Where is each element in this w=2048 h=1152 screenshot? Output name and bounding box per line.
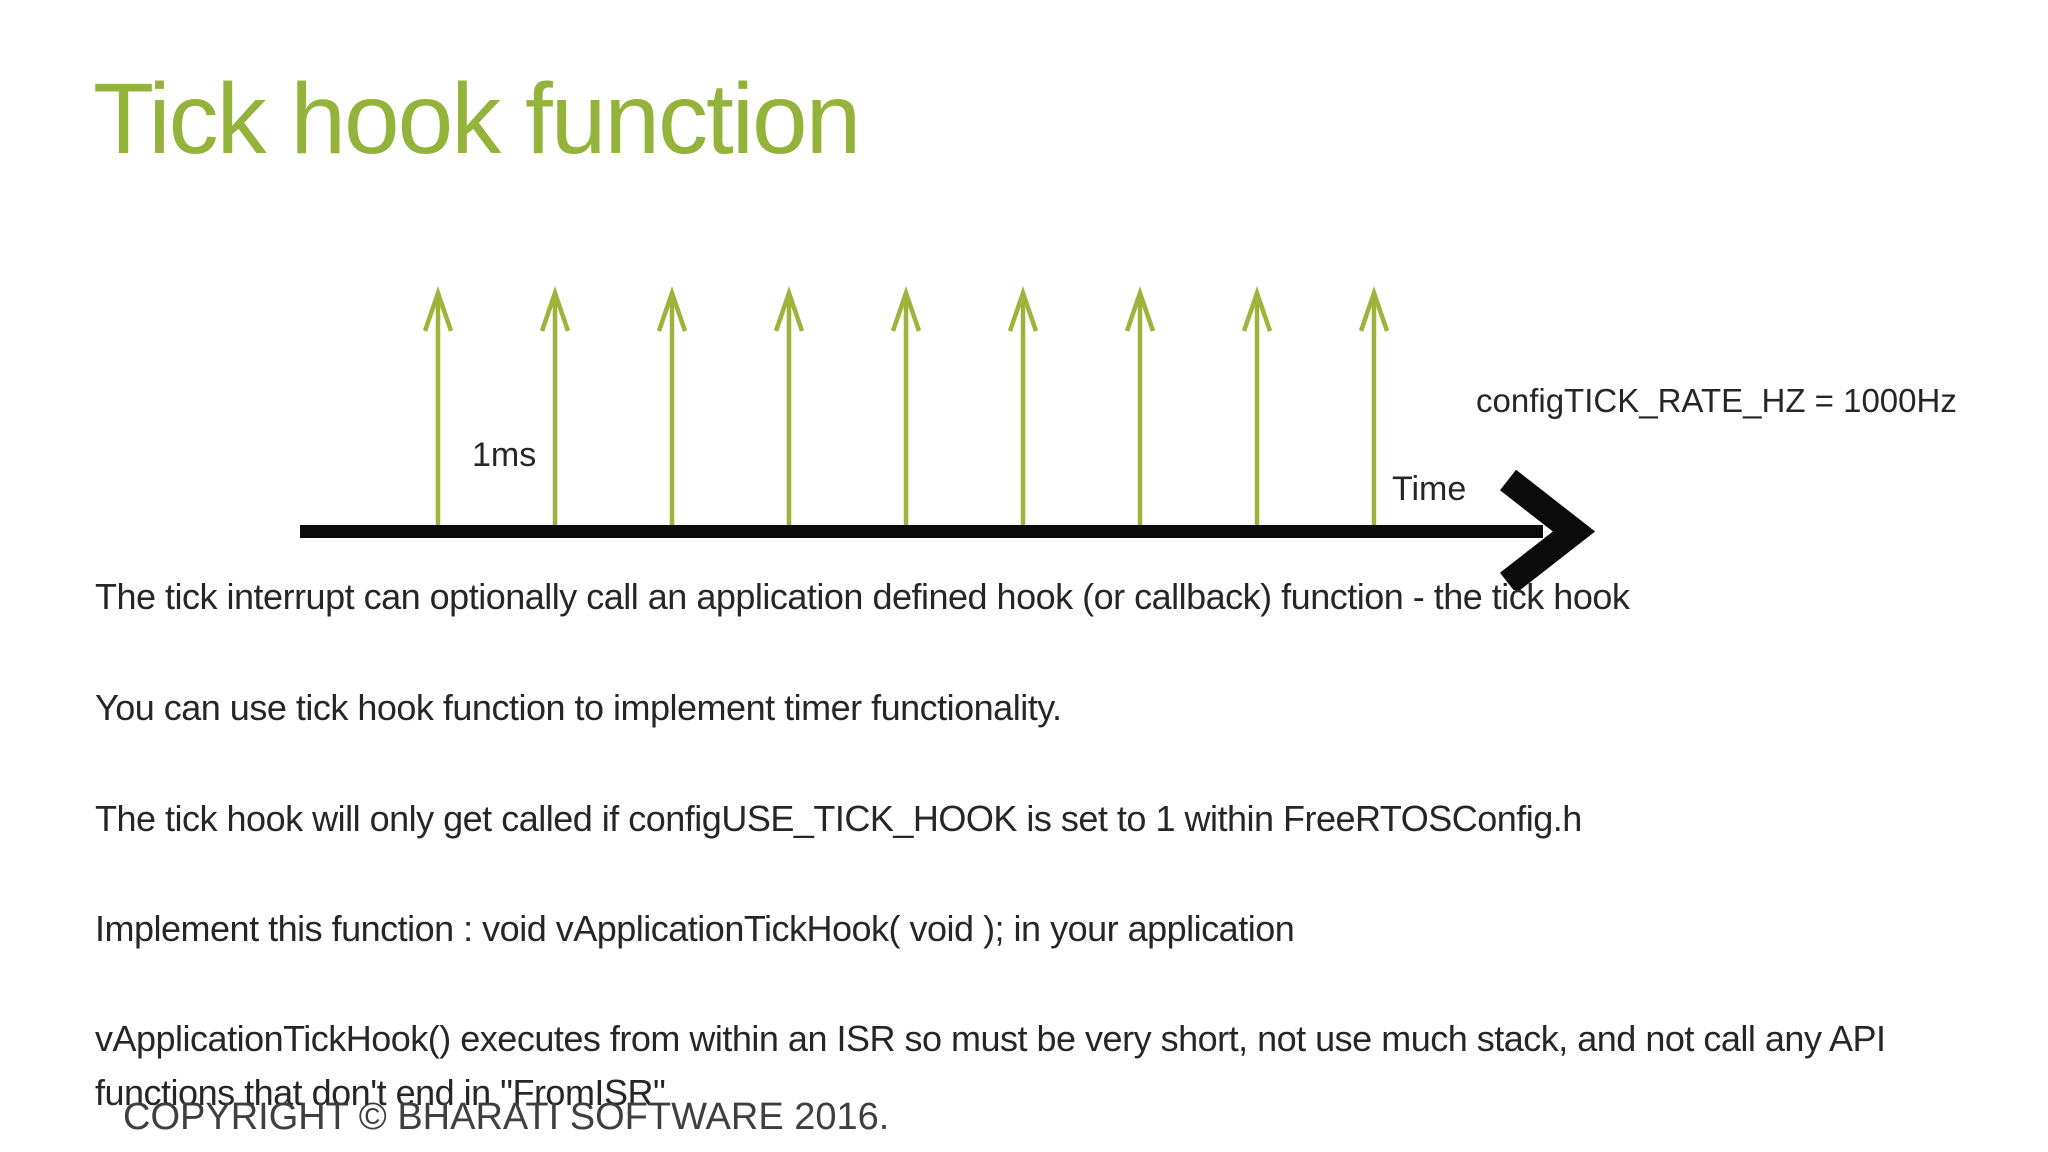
tick-arrow: [656, 286, 688, 532]
tick-arrow: [1124, 286, 1156, 532]
tick-arrow: [1358, 286, 1390, 532]
tick-timeline-diagram: [300, 286, 1596, 590]
tick-arrow: [1007, 286, 1039, 532]
tick-arrow: [773, 286, 805, 532]
time-axis-arrowhead-icon: [1500, 469, 1596, 590]
paragraph-timer-functionality: You can use tick hook function to implem…: [95, 687, 1062, 728]
copyright-footer: COPYRIGHT © BHARATI SOFTWARE 2016.: [123, 1096, 890, 1138]
time-axis-label: Time: [1392, 470, 1467, 508]
paragraph-config-use-tick-hook: The tick hook will only get called if co…: [95, 798, 1582, 839]
tick-arrow: [1241, 286, 1273, 532]
paragraph-tick-hook-intro: The tick interrupt can optionally call a…: [95, 576, 1630, 617]
paragraph-implement-function: Implement this function : void vApplicat…: [95, 908, 1295, 949]
slide-title: Tick hook function: [93, 63, 861, 175]
tick-arrow: [890, 286, 922, 532]
tick-interval-label: 1ms: [472, 436, 537, 474]
tick-arrow: [539, 286, 571, 532]
tick-rate-label: configTICK_RATE_HZ = 1000Hz: [1476, 382, 1957, 419]
paragraph-isr-constraints: vApplicationTickHook() executes from wit…: [95, 1018, 1886, 1113]
time-axis-shaft: [300, 525, 1543, 538]
tick-arrow: [422, 286, 454, 532]
